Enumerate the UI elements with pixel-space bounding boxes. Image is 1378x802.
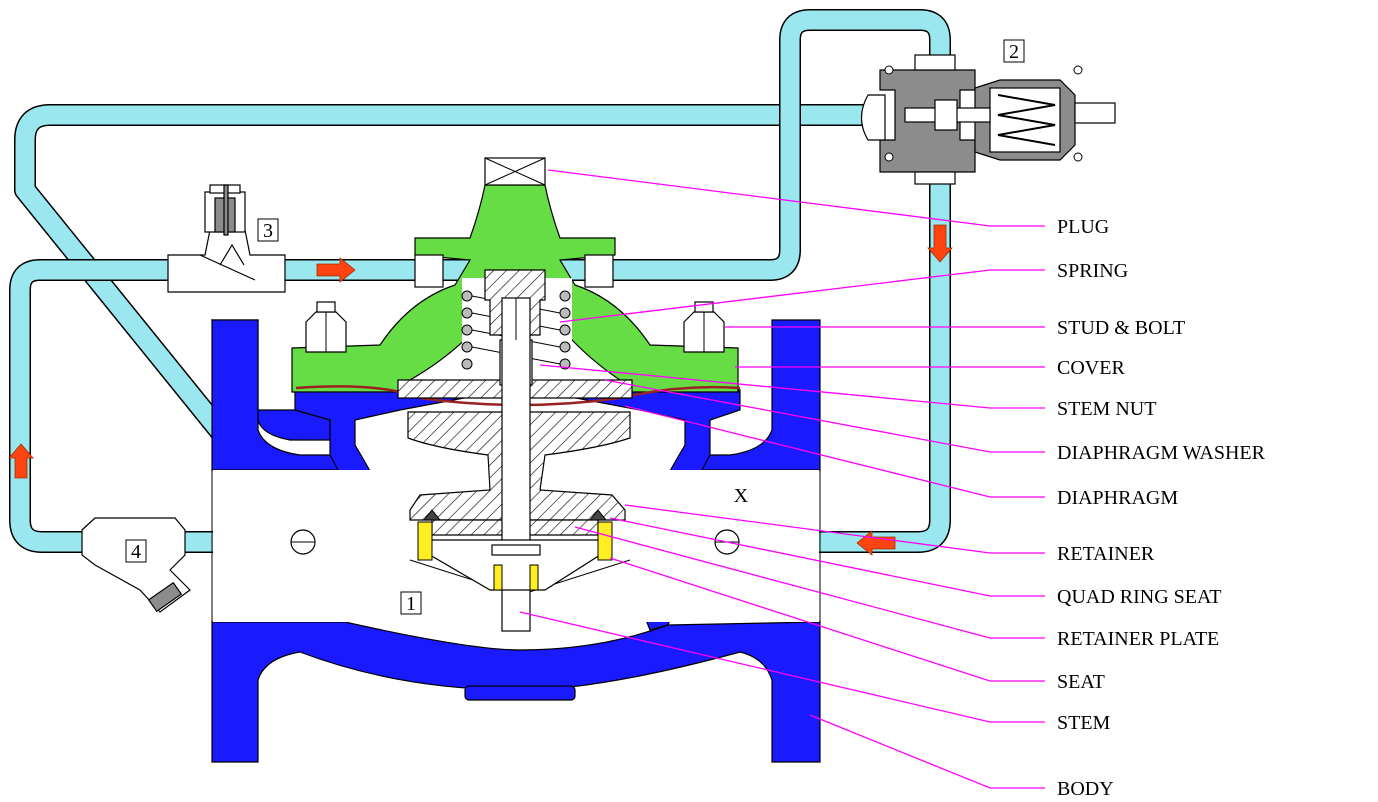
- inlet-port: [290, 529, 316, 555]
- port-marker-x: X: [734, 485, 749, 507]
- y-strainer: [81, 517, 191, 613]
- quad-ring-left: [422, 509, 442, 521]
- callout-retainer-plate: RETAINER PLATE: [1057, 628, 1219, 650]
- callout-plug: PLUG: [1057, 216, 1109, 238]
- callout-diaphragm-washer: DIAPHRAGM WASHER: [1057, 442, 1266, 464]
- callout-spring: SPRING: [1057, 260, 1128, 282]
- seat-left: [417, 521, 433, 561]
- flow-arrow-right: [316, 257, 356, 283]
- pilot-valve: [860, 54, 1116, 185]
- pilot-tubing: [9, 9, 951, 553]
- stem-guide-left: [493, 564, 503, 591]
- callout-labels: PLUG SPRING STUD & BOLT COVER STEM NUT D…: [1057, 216, 1266, 800]
- callout-body: BODY: [1057, 778, 1114, 800]
- stud-bolt-left: [305, 301, 347, 353]
- quad-ring-right: [588, 509, 608, 521]
- callout-cover: COVER: [1057, 357, 1125, 379]
- svg-text:1: 1: [406, 593, 416, 615]
- plug: [484, 157, 546, 186]
- svg-text:4: 4: [131, 541, 141, 563]
- callout-retainer: RETAINER: [1057, 543, 1155, 565]
- seat-right: [597, 521, 613, 561]
- callout-quad-ring-seat: QUAD RING SEAT: [1057, 586, 1221, 608]
- callout-diaphragm: DIAPHRAGM: [1057, 487, 1178, 509]
- stud-bolt-right: [683, 301, 725, 353]
- callout-stem-nut: STEM NUT: [1057, 398, 1156, 420]
- leader-lines: [519, 169, 1045, 789]
- flow-arrow-down: [927, 224, 953, 263]
- callout-seat: SEAT: [1057, 671, 1105, 693]
- callout-stud-bolt: STUD & BOLT: [1057, 317, 1185, 339]
- needle-valve: [167, 184, 286, 293]
- svg-text:3: 3: [263, 220, 273, 242]
- callout-stem: STEM: [1057, 712, 1111, 734]
- component-label-2: 2: [1003, 39, 1025, 63]
- stem-guide-right: [529, 564, 539, 591]
- svg-text:2: 2: [1009, 41, 1019, 63]
- component-label-4: 4: [125, 539, 147, 563]
- component-label-3: 3: [257, 218, 279, 242]
- flow-arrow-up: [8, 443, 34, 479]
- component-label-1: 1: [400, 591, 422, 615]
